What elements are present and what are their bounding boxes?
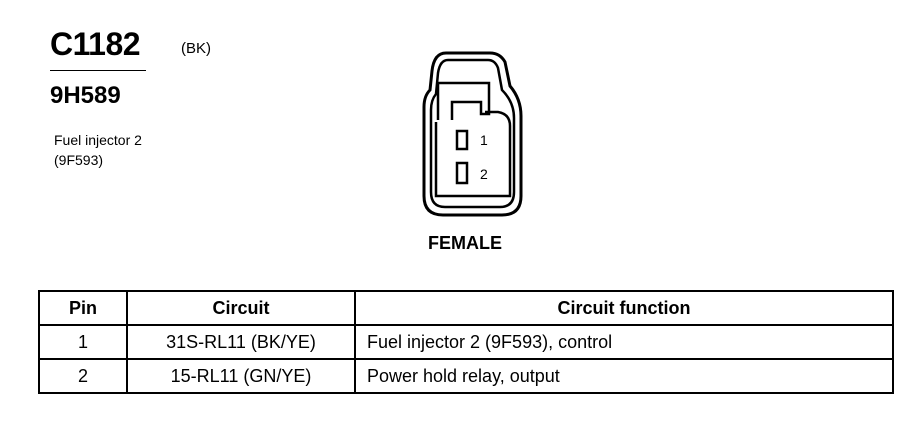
part-number: 9H589 <box>50 82 121 109</box>
terminal-2 <box>455 161 469 185</box>
table-row: 2 15-RL11 (GN/YE) Power hold relay, outp… <box>38 358 894 394</box>
connector-latch <box>436 81 491 120</box>
connector-color: (BK) <box>181 40 211 57</box>
header-circuit-function: Circuit function <box>354 290 894 326</box>
cell-circuit: 15-RL11 (GN/YE) <box>126 358 356 394</box>
pin-label-1: 1 <box>480 132 488 148</box>
connector-id: C1182 <box>50 26 141 62</box>
component-code: (9F593) <box>54 152 104 168</box>
pin-label-2: 2 <box>480 166 488 182</box>
connector-housing-outer <box>422 51 523 217</box>
terminal-1 <box>455 129 469 151</box>
header-pin: Pin <box>38 290 128 326</box>
pinout-table: Pin Circuit Circuit function 1 31S-RL11 … <box>38 290 894 394</box>
cell-circuit-function: Fuel injector 2 (9F593), control <box>354 324 894 360</box>
cell-circuit-function: Power hold relay, output <box>354 358 894 394</box>
connector-id-underline <box>50 70 146 71</box>
connector-face-diagram: 1 2 <box>422 51 523 217</box>
connector-gender-label: FEMALE <box>428 233 502 253</box>
component-name: Fuel injector 2 <box>54 132 142 148</box>
pin-cavity-outline <box>434 110 512 198</box>
cell-circuit: 31S-RL11 (BK/YE) <box>126 324 356 360</box>
cell-pin: 1 <box>38 324 128 360</box>
cell-pin: 2 <box>38 358 128 394</box>
table-row: 1 31S-RL11 (BK/YE) Fuel injector 2 (9F59… <box>38 324 894 360</box>
connector-housing-inner <box>429 58 516 209</box>
header-circuit: Circuit <box>126 290 356 326</box>
table-header-row: Pin Circuit Circuit function <box>38 290 894 326</box>
